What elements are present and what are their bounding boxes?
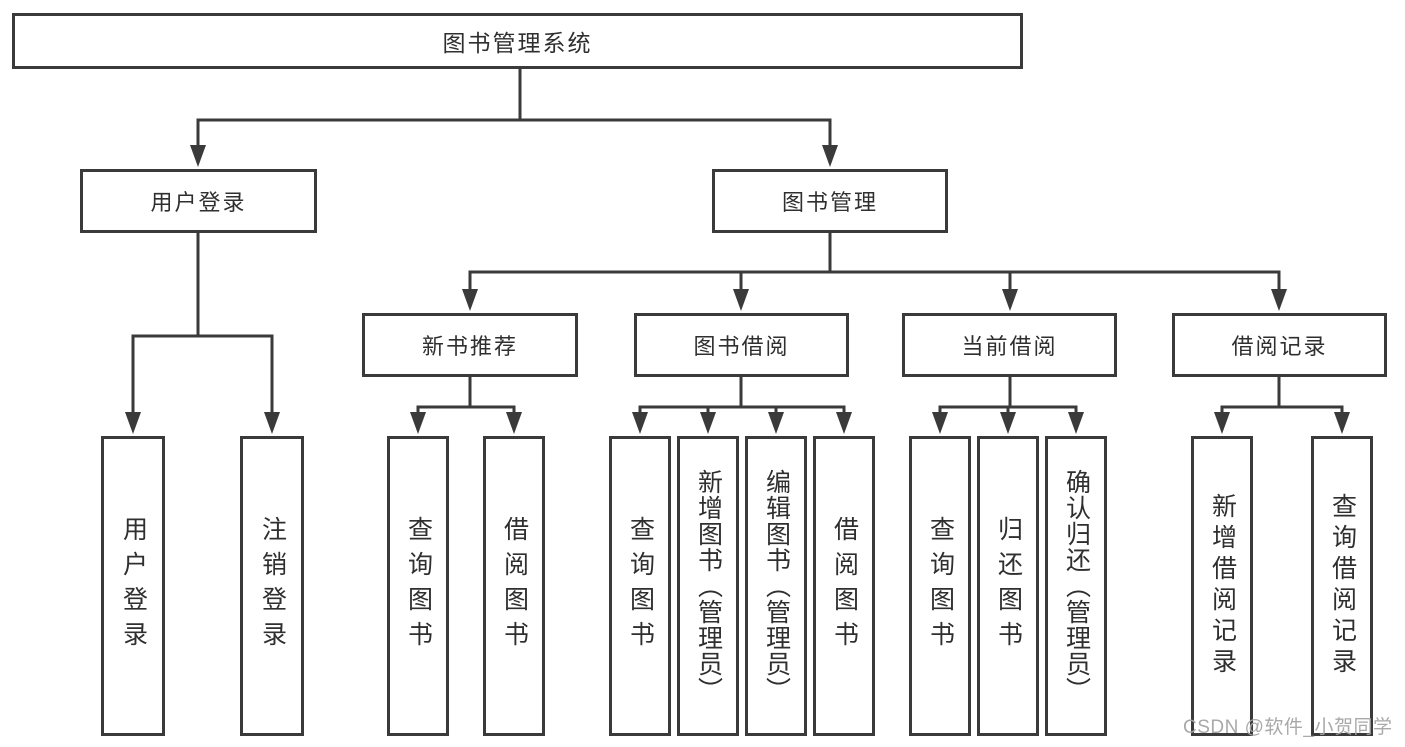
leaf-user-login: 用户登录 xyxy=(101,436,165,736)
leaf-add-borrow-record: 新增借阅记录 xyxy=(1191,436,1253,736)
leaf-logout-label: 注销登录 xyxy=(258,516,287,656)
node-user-login-label: 用户登录 xyxy=(150,190,247,215)
leaf-edit-book-admin-label: 编辑图书（管理员） xyxy=(762,469,791,703)
node-borrowing-records-label: 借阅记录 xyxy=(1231,334,1328,359)
csdn-watermark: CSDN @软件_小贺同学 xyxy=(1183,717,1393,738)
leaf-query-borrow-record-label: 查询借阅记录 xyxy=(1328,493,1357,679)
node-book-borrowing-label: 图书借阅 xyxy=(693,334,790,359)
node-current-borrowing-label: 当前借阅 xyxy=(961,334,1058,359)
node-root-system: 图书管理系统 xyxy=(12,13,1023,69)
leaf-edit-book-admin: 编辑图书（管理员） xyxy=(745,436,807,736)
leaf-query-books-recommend-label: 查询图书 xyxy=(404,516,433,656)
leaf-borrow-books-borrowing: 借阅图书 xyxy=(813,436,875,736)
leaf-logout: 注销登录 xyxy=(240,436,304,736)
leaf-borrow-books-borrowing-label: 借阅图书 xyxy=(830,516,859,656)
leaf-query-books-current-label: 查询图书 xyxy=(926,516,955,656)
leaf-borrow-books-recommend: 借阅图书 xyxy=(483,436,545,736)
node-current-borrowing: 当前借阅 xyxy=(902,313,1117,377)
node-new-book-recommend-label: 新书推荐 xyxy=(421,334,518,359)
node-borrowing-records: 借阅记录 xyxy=(1172,313,1387,377)
leaf-query-books-current: 查询图书 xyxy=(909,436,971,736)
node-book-management: 图书管理 xyxy=(712,169,948,233)
leaf-borrow-books-recommend-label: 借阅图书 xyxy=(500,516,529,656)
node-user-login: 用户登录 xyxy=(80,169,317,233)
leaf-add-book-admin-label: 新增图书（管理员） xyxy=(694,469,723,703)
node-book-borrowing: 图书借阅 xyxy=(634,313,849,377)
leaf-query-books-recommend: 查询图书 xyxy=(387,436,449,736)
leaf-user-login-label: 用户登录 xyxy=(119,516,148,656)
node-book-management-label: 图书管理 xyxy=(781,190,878,215)
leaf-confirm-return-admin: 确认归还（管理员） xyxy=(1045,436,1107,736)
leaf-query-books-borrowing-label: 查询图书 xyxy=(626,516,655,656)
leaf-query-books-borrowing: 查询图书 xyxy=(609,436,671,736)
leaf-confirm-return-admin-label: 确认归还（管理员） xyxy=(1062,469,1091,703)
node-new-book-recommend: 新书推荐 xyxy=(362,313,578,377)
leaf-add-book-admin: 新增图书（管理员） xyxy=(677,436,739,736)
node-root-label: 图书管理系统 xyxy=(442,30,593,56)
leaf-add-borrow-record-label: 新增借阅记录 xyxy=(1208,493,1237,679)
leaf-return-book-label: 归还图书 xyxy=(994,516,1023,656)
leaf-return-book: 归还图书 xyxy=(977,436,1039,736)
leaf-query-borrow-record: 查询借阅记录 xyxy=(1311,436,1373,736)
